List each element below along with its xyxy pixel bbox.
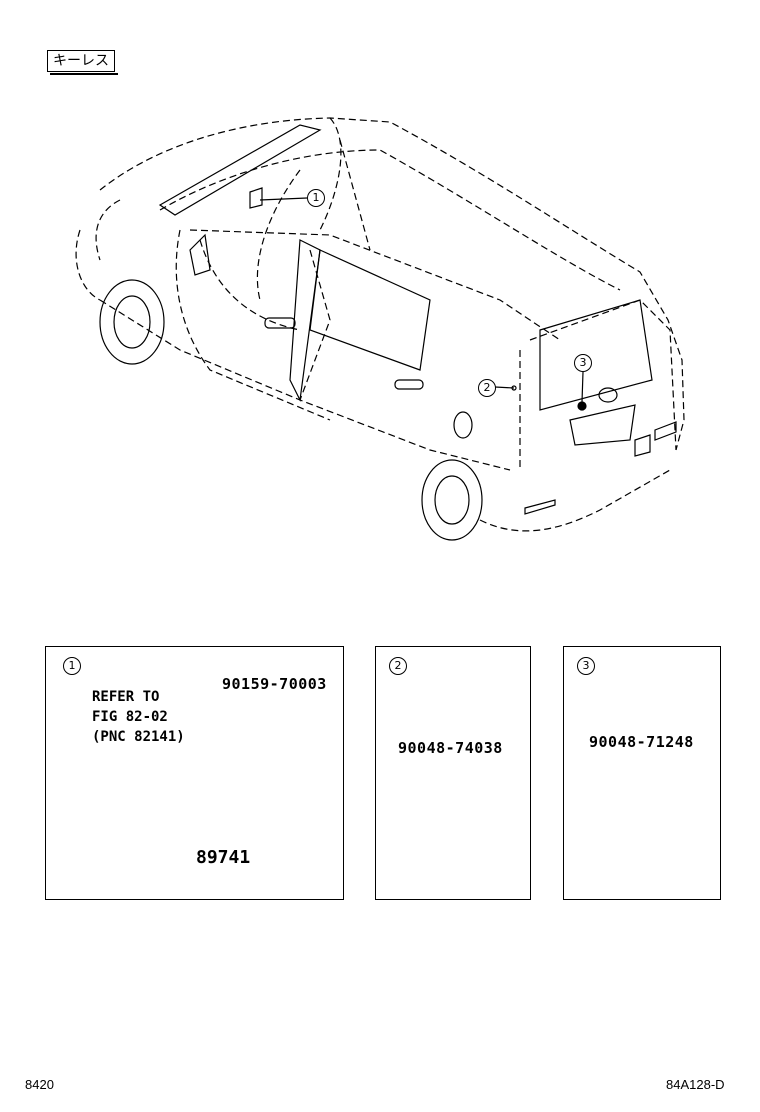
panel-3-index: 3 (577, 657, 595, 675)
callout-1: 1 (307, 189, 325, 207)
refer-note: REFER TO FIG 82-02 (PNC 82141) (92, 687, 185, 747)
refer-line-2: FIG 82-02 (92, 709, 168, 725)
panel-3: 3 90048-71248 (563, 646, 721, 900)
panel-1-index-label: 1 (68, 659, 76, 672)
refer-line-1: REFER TO (92, 689, 160, 705)
footer-left-code: 8420 (25, 1077, 54, 1092)
panel-1-index: 1 (63, 657, 81, 675)
callout-2-label: 2 (483, 381, 491, 394)
keyless-tag: キーレス (47, 50, 118, 75)
footer-right-code: 84A128-D (666, 1077, 725, 1092)
callout-3: 3 (574, 354, 592, 372)
callout-leaders (259, 197, 584, 403)
car-outline-dashed (75, 117, 685, 532)
panel-2: 2 90048-74038 (375, 646, 531, 900)
panel-1: 1 REFER TO FIG 82-02 (PNC 82141) 90159-7… (45, 646, 344, 900)
part-number-screw: 90159-70003 (222, 675, 327, 693)
car-details (99, 124, 677, 541)
keyless-tag-label: キーレス (53, 53, 109, 69)
callout-1-label: 1 (312, 191, 320, 204)
part-number-plug: 90048-74038 (398, 739, 503, 757)
callout-3-label: 3 (579, 356, 587, 369)
panel-2-index: 2 (389, 657, 407, 675)
panel-2-index-label: 2 (394, 659, 402, 672)
part-number-module: 89741 (196, 847, 251, 868)
callout-2: 2 (478, 379, 496, 397)
panel-3-index-label: 3 (582, 659, 590, 672)
part-number-grommet: 90048-71248 (589, 733, 694, 751)
refer-line-3: (PNC 82141) (92, 729, 185, 745)
